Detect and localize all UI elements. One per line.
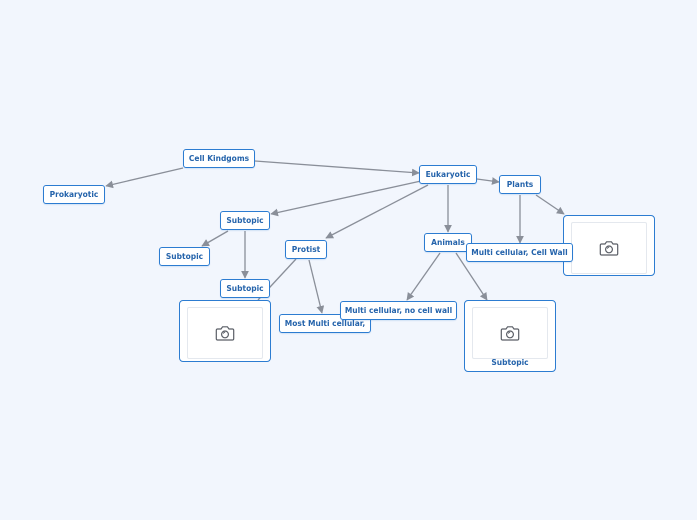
node-plants[interactable]: Plants: [499, 175, 541, 194]
camera-icon: [500, 326, 520, 341]
node-multicellular-no-cell-wall[interactable]: Multi cellular, no cell wall: [340, 301, 457, 320]
edge-protist-mostmulti: [308, 259, 325, 314]
edge-eukaryotic-subtopic: [270, 180, 422, 217]
node-subtopic-bottom[interactable]: Subtopic: [220, 279, 270, 298]
node-cell-kingdoms[interactable]: Cell Kindgoms: [183, 149, 255, 168]
edge-cellkingdoms-eukaryotic: [254, 160, 420, 177]
edge-subtopic-subtopic-left: [201, 230, 229, 247]
edge-plants-image: [535, 194, 565, 215]
node-protist[interactable]: Protist: [285, 240, 327, 259]
node-eukaryotic[interactable]: Eukaryotic: [419, 165, 477, 184]
image-placeholder: [571, 222, 647, 274]
image-node-animals[interactable]: Subtopic: [464, 300, 556, 372]
image-placeholder: [187, 307, 263, 359]
node-animals[interactable]: Animals: [424, 233, 472, 252]
node-subtopic[interactable]: Subtopic: [220, 211, 270, 230]
node-prokaryotic[interactable]: Prokaryotic: [43, 185, 105, 204]
image-node-plants[interactable]: [563, 215, 655, 276]
image-node-label: Subtopic: [491, 358, 529, 367]
edge-eukaryotic-protist: [325, 184, 429, 239]
camera-icon: [215, 326, 235, 341]
edge-cellkingdoms-prokaryotic: [105, 167, 184, 189]
node-subtopic-left[interactable]: Subtopic: [159, 247, 210, 266]
edge-eukaryotic-plants: [476, 177, 500, 185]
node-multicellular-cell-wall[interactable]: Multi cellular, Cell Wall: [466, 243, 573, 262]
camera-icon: [599, 241, 619, 256]
edge-animals-image: [455, 252, 488, 301]
edge-animals-nocellwall: [406, 252, 441, 301]
image-placeholder: [472, 307, 548, 359]
image-node-protist[interactable]: [179, 300, 271, 362]
